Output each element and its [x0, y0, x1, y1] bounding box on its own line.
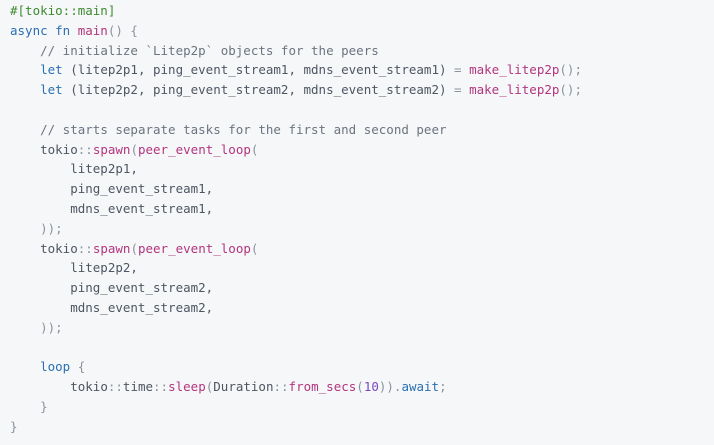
code-token: ping_event_stream1,: [10, 181, 214, 197]
code-token: loop: [40, 359, 71, 375]
code-token: peer_event_loop: [137, 141, 251, 157]
code-line: let (litep2p2, ping_event_stream2, mdns_…: [10, 80, 714, 100]
code-token: [10, 241, 40, 256]
code-line: [10, 338, 714, 358]
code-line: ping_event_stream2,: [10, 278, 714, 298]
code-token: litep2p2,: [10, 260, 138, 276]
code-token: (: [205, 379, 214, 395]
code-token: let: [40, 82, 63, 98]
code-token: main: [77, 22, 108, 38]
code-token: ));: [40, 319, 63, 335]
code-token: #[tokio::main]: [10, 3, 116, 18]
code-token: [10, 399, 40, 414]
code-line: }: [10, 417, 714, 437]
code-token: [462, 82, 470, 97]
code-token: (: [250, 141, 259, 157]
code-line: tokio::spawn(peer_event_loop(: [10, 239, 714, 259]
code-token: mdns_event_stream2,: [10, 299, 214, 315]
code-line: [10, 100, 714, 120]
code-line: mdns_event_stream1,: [10, 199, 714, 219]
code-token: tokio: [40, 141, 78, 157]
code-token: [10, 62, 40, 77]
code-line: litep2p1,: [10, 159, 714, 179]
code-line: mdns_event_stream2,: [10, 298, 714, 318]
code-token: {: [70, 359, 86, 375]
code-token: ::: [77, 141, 93, 157]
code-token: [10, 379, 70, 394]
code-token: [10, 142, 40, 157]
code-token: async fn: [10, 22, 78, 38]
code-token: }: [10, 418, 18, 434]
code-token: 10: [363, 379, 379, 395]
code-line: ));: [10, 318, 714, 338]
code-token: (litep2p2, ping_event_stream2, mdns_even…: [62, 82, 455, 98]
code-token: tokio: [40, 240, 78, 256]
code-token: [10, 43, 40, 58]
code-token: [462, 62, 470, 77]
code-token: // starts separate tasks for the first a…: [40, 121, 447, 137]
code-token: (: [130, 240, 138, 256]
code-token: make_litep2p: [469, 62, 560, 78]
code-token: litep2p1,: [10, 161, 138, 177]
code-token: (: [130, 141, 138, 157]
code-token: () {: [107, 22, 138, 38]
code-line: // starts separate tasks for the first a…: [10, 120, 714, 140]
code-line: async fn main() {: [10, 21, 714, 41]
code-token: tokio: [70, 379, 108, 395]
code-token: ();: [559, 62, 582, 78]
code-token: }: [40, 398, 48, 414]
code-token: ::: [153, 379, 169, 395]
code-token: // initialize `Litep2p` objects for the …: [40, 42, 379, 58]
code-line: tokio::time::sleep(Duration::from_secs(1…: [10, 377, 714, 397]
code-line: ));: [10, 219, 714, 239]
code-token: time: [122, 379, 154, 395]
code-line: #[tokio::main]: [10, 1, 714, 21]
code-token: )).: [378, 379, 402, 395]
code-token: from_secs: [288, 379, 357, 395]
code-line: ping_event_stream1,: [10, 179, 714, 199]
code-token: ::: [107, 379, 123, 395]
code-token: Duration: [213, 379, 274, 395]
code-token: [10, 359, 40, 374]
code-token: sleep: [168, 379, 206, 395]
code-line: }: [10, 397, 714, 417]
code-token: ::: [77, 240, 93, 256]
code-line: tokio::spawn(peer_event_loop(: [10, 140, 714, 160]
code-token: =: [454, 82, 462, 98]
code-token: ::: [273, 379, 289, 395]
code-token: (litep2p1, ping_event_stream1, mdns_even…: [62, 62, 455, 78]
code-token: mdns_event_stream1,: [10, 200, 214, 216]
code-token: [10, 82, 40, 97]
code-line: litep2p2,: [10, 258, 714, 278]
code-token: await: [401, 379, 440, 395]
code-token: ;: [439, 379, 447, 395]
code-token: let: [40, 62, 63, 78]
code-token: [10, 221, 40, 236]
code-token: ));: [40, 220, 63, 236]
code-token: [10, 320, 40, 335]
code-token: [10, 122, 40, 137]
code-token: (: [356, 379, 364, 395]
code-token: ping_event_stream2,: [10, 280, 214, 296]
code-line: loop {: [10, 357, 714, 377]
code-line: let (litep2p1, ping_event_stream1, mdns_…: [10, 60, 714, 80]
code-token: spawn: [92, 141, 131, 157]
code-line: // initialize `Litep2p` objects for the …: [10, 41, 714, 61]
code-token: ();: [559, 82, 582, 98]
code-token: peer_event_loop: [137, 240, 251, 256]
code-token: =: [454, 62, 462, 78]
code-token: spawn: [92, 240, 131, 256]
code-token: (: [250, 240, 259, 256]
code-token: make_litep2p: [469, 82, 560, 98]
